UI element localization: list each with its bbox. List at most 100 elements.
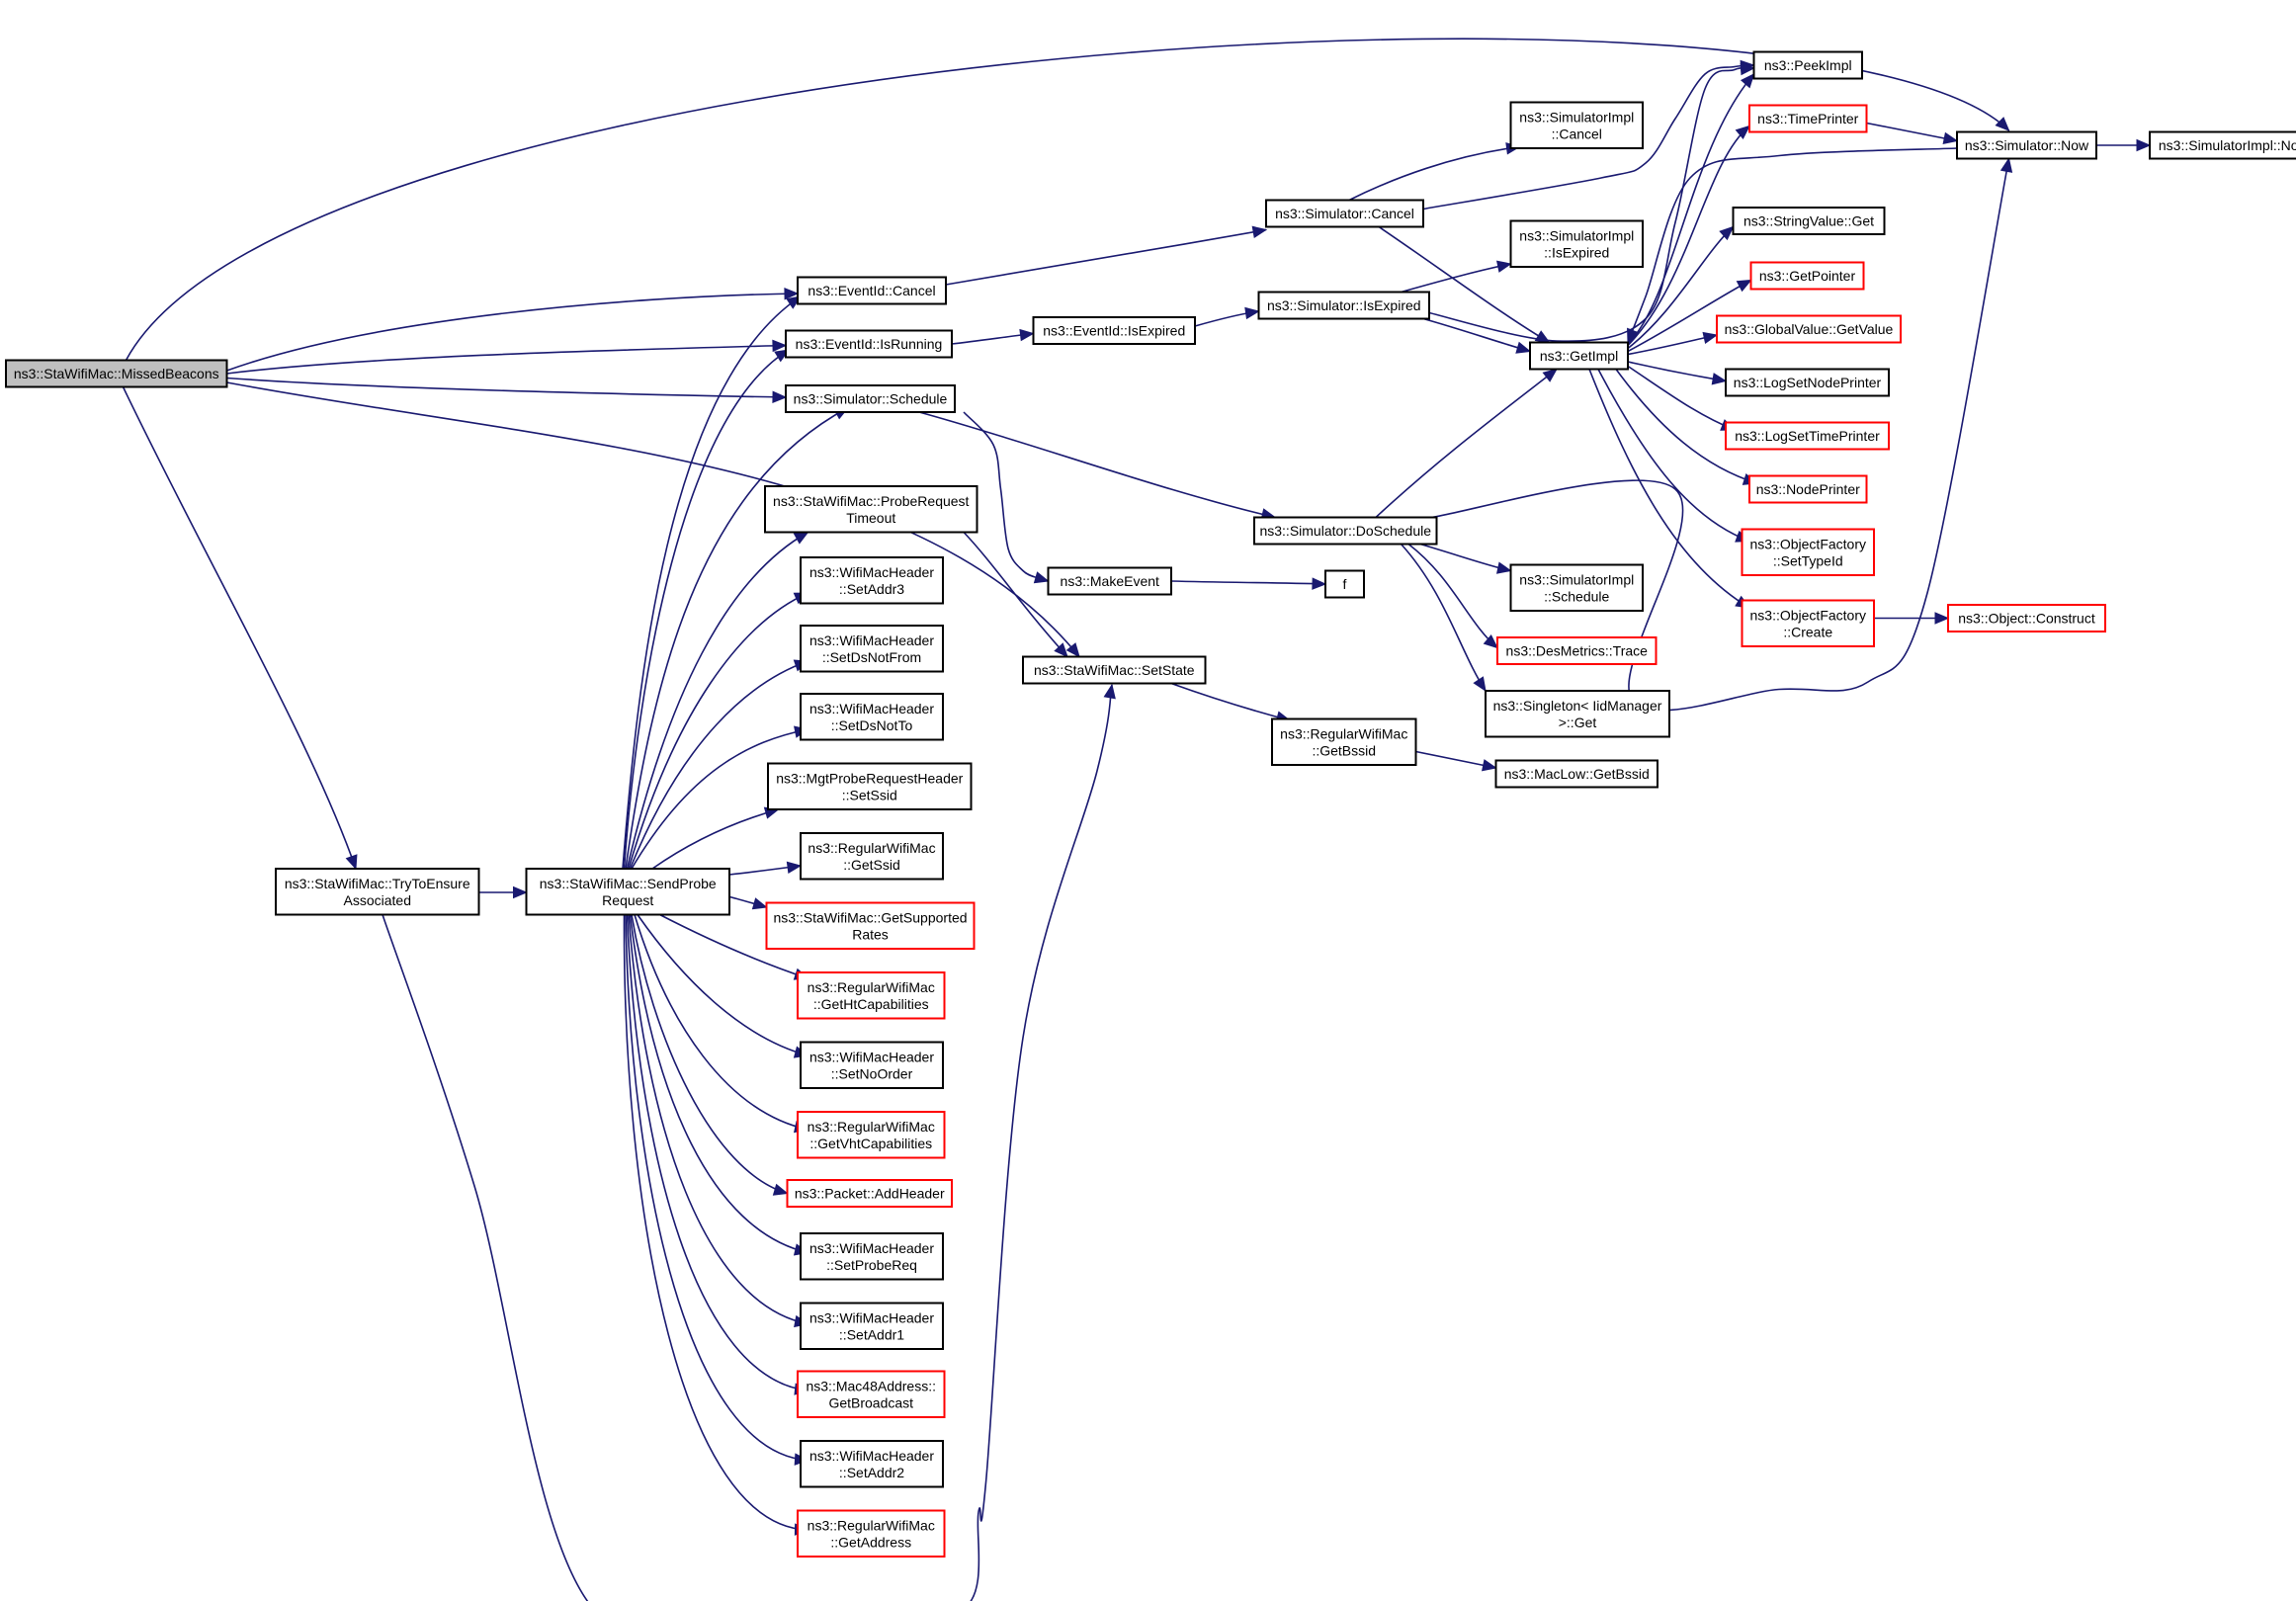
node-evcancel[interactable]: ns3::EventId::Cancel [797, 276, 947, 305]
node-label: ns3::LogSetNodePrinter [1734, 375, 1882, 390]
node-setdsnotfrom[interactable]: ns3::WifiMacHeader::SetDsNotFrom [800, 625, 944, 673]
node-label: ns3::EventId::IsExpired [1043, 323, 1185, 339]
node-label: ns3::LogSetTimePrinter [1735, 428, 1880, 444]
edge-line [628, 592, 808, 870]
node-label: ns3::RegularWifiMac [808, 979, 935, 995]
node-getpointer[interactable]: ns3::GetPointer [1749, 261, 1865, 291]
node-label: ns3::RegularWifiMac [808, 1517, 935, 1533]
node-getaddress[interactable]: ns3::RegularWifiMac::GetAddress [797, 1509, 946, 1558]
node-box [800, 1440, 944, 1488]
node-label: ns3::StaWifiMac::ProbeRequest [773, 493, 970, 509]
node-setprobereq[interactable]: ns3::WifiMacHeader::SetProbeReq [800, 1232, 944, 1281]
edge-missed-to-evcancel [226, 287, 800, 372]
node-setaddr2[interactable]: ns3::WifiMacHeader::SetAddr2 [800, 1440, 944, 1488]
node-label: ns3::ObjectFactory [1750, 607, 1867, 623]
node-label: ns3::Object::Construct [1958, 611, 2095, 627]
node-logtimeprinter[interactable]: ns3::LogSetTimePrinter [1725, 421, 1890, 451]
node-addheader[interactable]: ns3::Packet::AddHeader [786, 1179, 953, 1208]
node-simisexpired[interactable]: ns3::Simulator::IsExpired [1257, 291, 1430, 320]
node-getssid[interactable]: ns3::RegularWifiMac::GetSsid [800, 832, 944, 881]
node-maclowbssid[interactable]: ns3::MacLow::GetBssid [1494, 759, 1658, 789]
node-desmetrics[interactable]: ns3::DesMetrics::Trace [1496, 636, 1658, 665]
node-implcancel[interactable]: ns3::SimulatorImpl::Cancel [1509, 101, 1644, 149]
node-objconstruct[interactable]: ns3::Object::Construct [1947, 604, 2106, 632]
node-setdsnotto[interactable]: ns3::WifiMacHeader::SetDsNotTo [800, 693, 944, 741]
node-getvhtcap[interactable]: ns3::RegularWifiMac::GetVhtCapabilities [797, 1111, 946, 1159]
node-nodeprinter[interactable]: ns3::NodePrinter [1748, 474, 1868, 504]
edge-doschedule-to-singleton [1400, 543, 1487, 693]
node-label: ns3::DesMetrics::Trace [1506, 643, 1649, 659]
node-box [2149, 130, 2296, 160]
node-label: ns3::StaWifiMac::MissedBeacons [14, 366, 219, 381]
node-box [1748, 474, 1868, 504]
edge-doschedule-to-implschedule [1419, 543, 1512, 574]
node-settypeid[interactable]: ns3::ObjectFactory::SetTypeId [1741, 528, 1875, 576]
node-label: ns3::SimulatorImpl [1519, 109, 1634, 125]
node-setaddr3[interactable]: ns3::WifiMacHeader::SetAddr3 [800, 556, 944, 605]
node-simcancel[interactable]: ns3::Simulator::Cancel [1265, 199, 1424, 228]
node-label: ns3::WifiMacHeader [809, 1049, 934, 1064]
node-box [800, 1302, 944, 1350]
node-stringget[interactable]: ns3::StringValue::Get [1732, 207, 1886, 235]
edge-probetimeout-to-setstate [963, 531, 1068, 658]
edge-line [625, 406, 849, 870]
node-box [1022, 655, 1207, 685]
edge-getimpl-to-logtimeprinter [1627, 365, 1737, 431]
node-mgtsetssid[interactable]: ns3::MgtProbeRequestHeader::SetSsid [767, 762, 973, 810]
node-factorycreate[interactable]: ns3::ObjectFactory::Create [1741, 599, 1875, 647]
node-setnoorder[interactable]: ns3::WifiMacHeader::SetNoOrder [800, 1041, 944, 1089]
edge-getimpl-to-timeprinter [1627, 125, 1750, 347]
node-label: ns3::WifiMacHeader [809, 1240, 934, 1256]
node-box [525, 868, 730, 916]
edge-sendprobe-to-probetimeout [626, 531, 809, 870]
node-evisexpired[interactable]: ns3::EventId::IsExpired [1032, 316, 1196, 345]
node-getbssid[interactable]: ns3::RegularWifiMac::GetBssid [1271, 717, 1417, 766]
node-label: ::SetAddr3 [839, 581, 904, 597]
node-implschedule[interactable]: ns3::SimulatorImpl::Schedule [1509, 563, 1644, 612]
node-evisrunning[interactable]: ns3::EventId::IsRunning [785, 329, 953, 359]
node-label: ::Schedule [1544, 588, 1609, 604]
node-makeevent[interactable]: ns3::MakeEvent [1047, 566, 1172, 596]
node-gethtcap[interactable]: ns3::RegularWifiMac::GetHtCapabilities [797, 971, 946, 1020]
edge-setstate-to-getbssid [1170, 682, 1292, 723]
node-label: ::IsExpired [1544, 244, 1609, 260]
node-timeprinter[interactable]: ns3::TimePrinter [1748, 104, 1868, 133]
node-label: Request [602, 892, 653, 908]
node-label: ns3::StaWifiMac::TryToEnsure [285, 876, 470, 891]
node-singleton[interactable]: ns3::Singleton< IidManager>::Get [1485, 690, 1670, 738]
node-box [1725, 368, 1890, 397]
node-doschedule[interactable]: ns3::Simulator::DoSchedule [1253, 516, 1438, 546]
edge-line [1375, 368, 1558, 519]
node-box [797, 971, 946, 1020]
node-peekimpl[interactable]: ns3::PeekImpl [1752, 50, 1863, 80]
node-lognodeprinter[interactable]: ns3::LogSetNodePrinter [1725, 368, 1890, 397]
node-box [800, 832, 944, 881]
node-setaddr1[interactable]: ns3::WifiMacHeader::SetAddr1 [800, 1302, 944, 1350]
node-getbroadcast[interactable]: ns3::Mac48Address::GetBroadcast [797, 1370, 946, 1418]
node-box [1324, 569, 1365, 599]
node-label: ns3::ObjectFactory [1750, 536, 1867, 551]
node-globalgetvalue[interactable]: ns3::GlobalValue::GetValue [1716, 314, 1902, 344]
edge-line [659, 913, 808, 979]
node-simnow[interactable]: ns3::Simulator::Now [1956, 130, 2097, 160]
node-label: ::SetSsid [842, 787, 897, 802]
node-f[interactable]: f [1324, 569, 1365, 599]
node-box [800, 556, 944, 605]
node-label: ns3::WifiMacHeader [809, 1448, 934, 1464]
node-implnow[interactable]: ns3::SimulatorImpl::Now [2149, 130, 2296, 160]
node-box [1265, 199, 1424, 228]
arrowhead-icon [1934, 612, 1950, 625]
node-getimpl[interactable]: ns3::GetImpl [1529, 341, 1629, 371]
edge-line [626, 914, 808, 1391]
node-simschedule[interactable]: ns3::Simulator::Schedule [785, 384, 956, 413]
node-setstate[interactable]: ns3::StaWifiMac::SetState [1022, 655, 1207, 685]
edge-line [1400, 543, 1487, 692]
edge-line [1422, 158, 2010, 712]
edge-simisexpired-to-getimpl [1422, 317, 1532, 354]
node-implisexpired[interactable]: ns3::SimulatorImpl::IsExpired [1509, 219, 1644, 268]
edge-line [629, 914, 808, 1254]
